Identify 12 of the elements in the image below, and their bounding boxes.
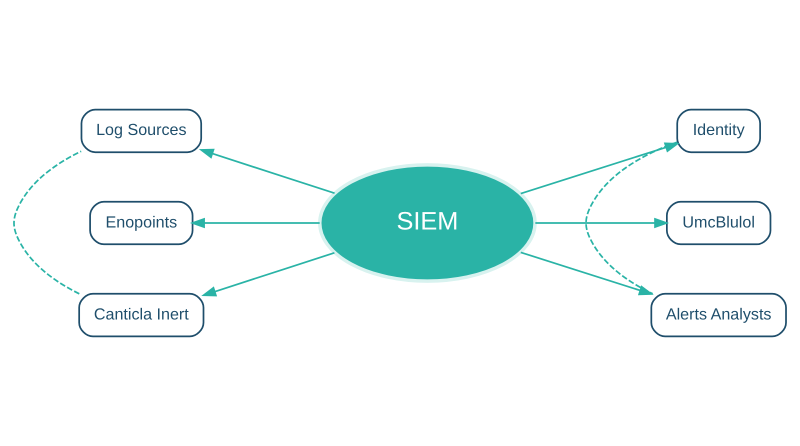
arrow [535, 218, 670, 228]
arrow [190, 218, 320, 228]
arrow [198, 148, 335, 194]
node-box: Log Sources [80, 108, 202, 154]
node-box: Canticla Inert [78, 292, 204, 338]
arrow [201, 252, 335, 296]
node-box: Alerts Analysts [650, 292, 787, 338]
node-box: Enopoints [89, 200, 194, 246]
node-box: Identity [676, 108, 761, 154]
node-box: UmcBlulol [666, 200, 772, 246]
node-ellipse: SIEM [318, 163, 537, 283]
connector [13, 150, 82, 295]
